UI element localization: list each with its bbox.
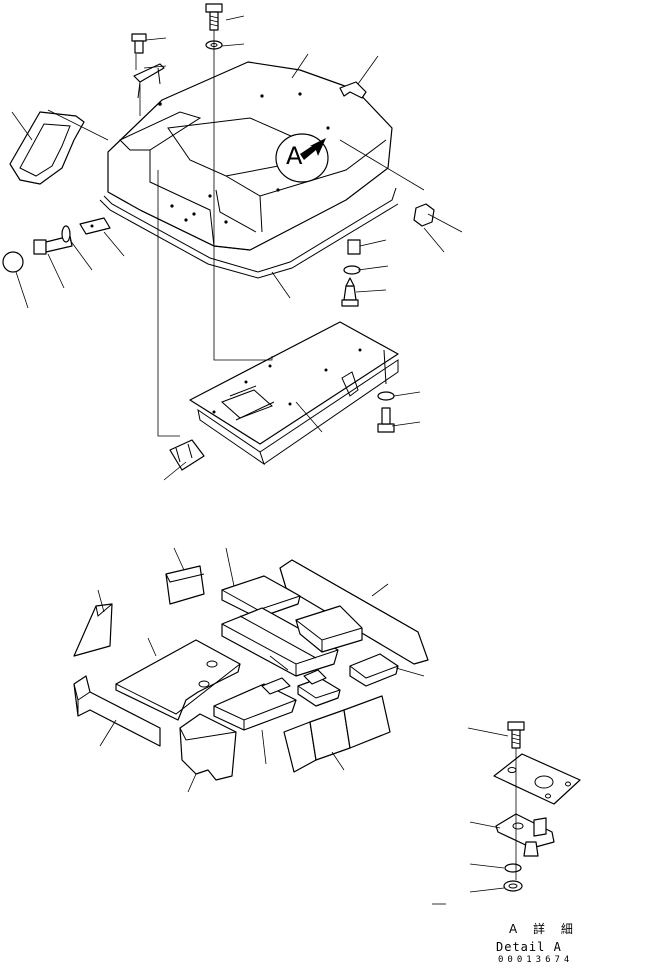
foam-triple-panel bbox=[283, 695, 391, 773]
foam-notched-panel bbox=[179, 713, 237, 781]
gasket-left bbox=[9, 111, 85, 185]
washer-left bbox=[61, 225, 71, 243]
detail-a-plate bbox=[493, 753, 581, 805]
handle-left bbox=[133, 63, 165, 99]
foam-pad-small bbox=[349, 653, 399, 687]
screw-right bbox=[341, 277, 359, 307]
cap-left bbox=[2, 251, 24, 273]
detail-label-en: Detail A bbox=[496, 940, 562, 954]
bolt-small-top bbox=[131, 33, 147, 54]
detail-a-bracket bbox=[495, 813, 555, 857]
foam-small-top bbox=[165, 565, 205, 605]
detail-label-jp: A 詳 細 bbox=[509, 922, 579, 936]
leader-lines-detail bbox=[432, 727, 509, 905]
leader-lines-middle bbox=[97, 547, 425, 793]
handle-right bbox=[339, 81, 367, 99]
bolt-top bbox=[205, 3, 223, 31]
assembly-lines bbox=[47, 30, 425, 437]
foam-block-mid bbox=[221, 607, 339, 677]
under-tray bbox=[189, 321, 399, 466]
clip-right bbox=[347, 239, 361, 255]
foam-l-bar bbox=[73, 675, 161, 747]
detail-a-washer bbox=[504, 863, 522, 873]
detail-a-nut bbox=[503, 880, 523, 892]
foam-step-small bbox=[297, 669, 341, 707]
foam-left-panel bbox=[73, 603, 113, 657]
bracket-left bbox=[79, 217, 111, 235]
washer-right bbox=[343, 265, 361, 275]
hood-cover bbox=[107, 61, 393, 251]
bracket-tray bbox=[169, 439, 205, 471]
foam-block-right bbox=[295, 605, 363, 653]
detail-a-bolt bbox=[507, 721, 525, 749]
foam-block-center bbox=[213, 677, 297, 731]
hood-seal bbox=[99, 187, 399, 279]
foam-floor-plate bbox=[115, 639, 241, 721]
nut-right bbox=[413, 203, 435, 227]
drawing-number: 00013674 bbox=[498, 955, 574, 965]
leader-lines-top bbox=[11, 15, 463, 481]
bolt-tray bbox=[377, 407, 395, 433]
view-a-letter: A bbox=[286, 142, 303, 170]
washer-tray bbox=[377, 391, 395, 401]
view-a-marker bbox=[275, 133, 329, 183]
